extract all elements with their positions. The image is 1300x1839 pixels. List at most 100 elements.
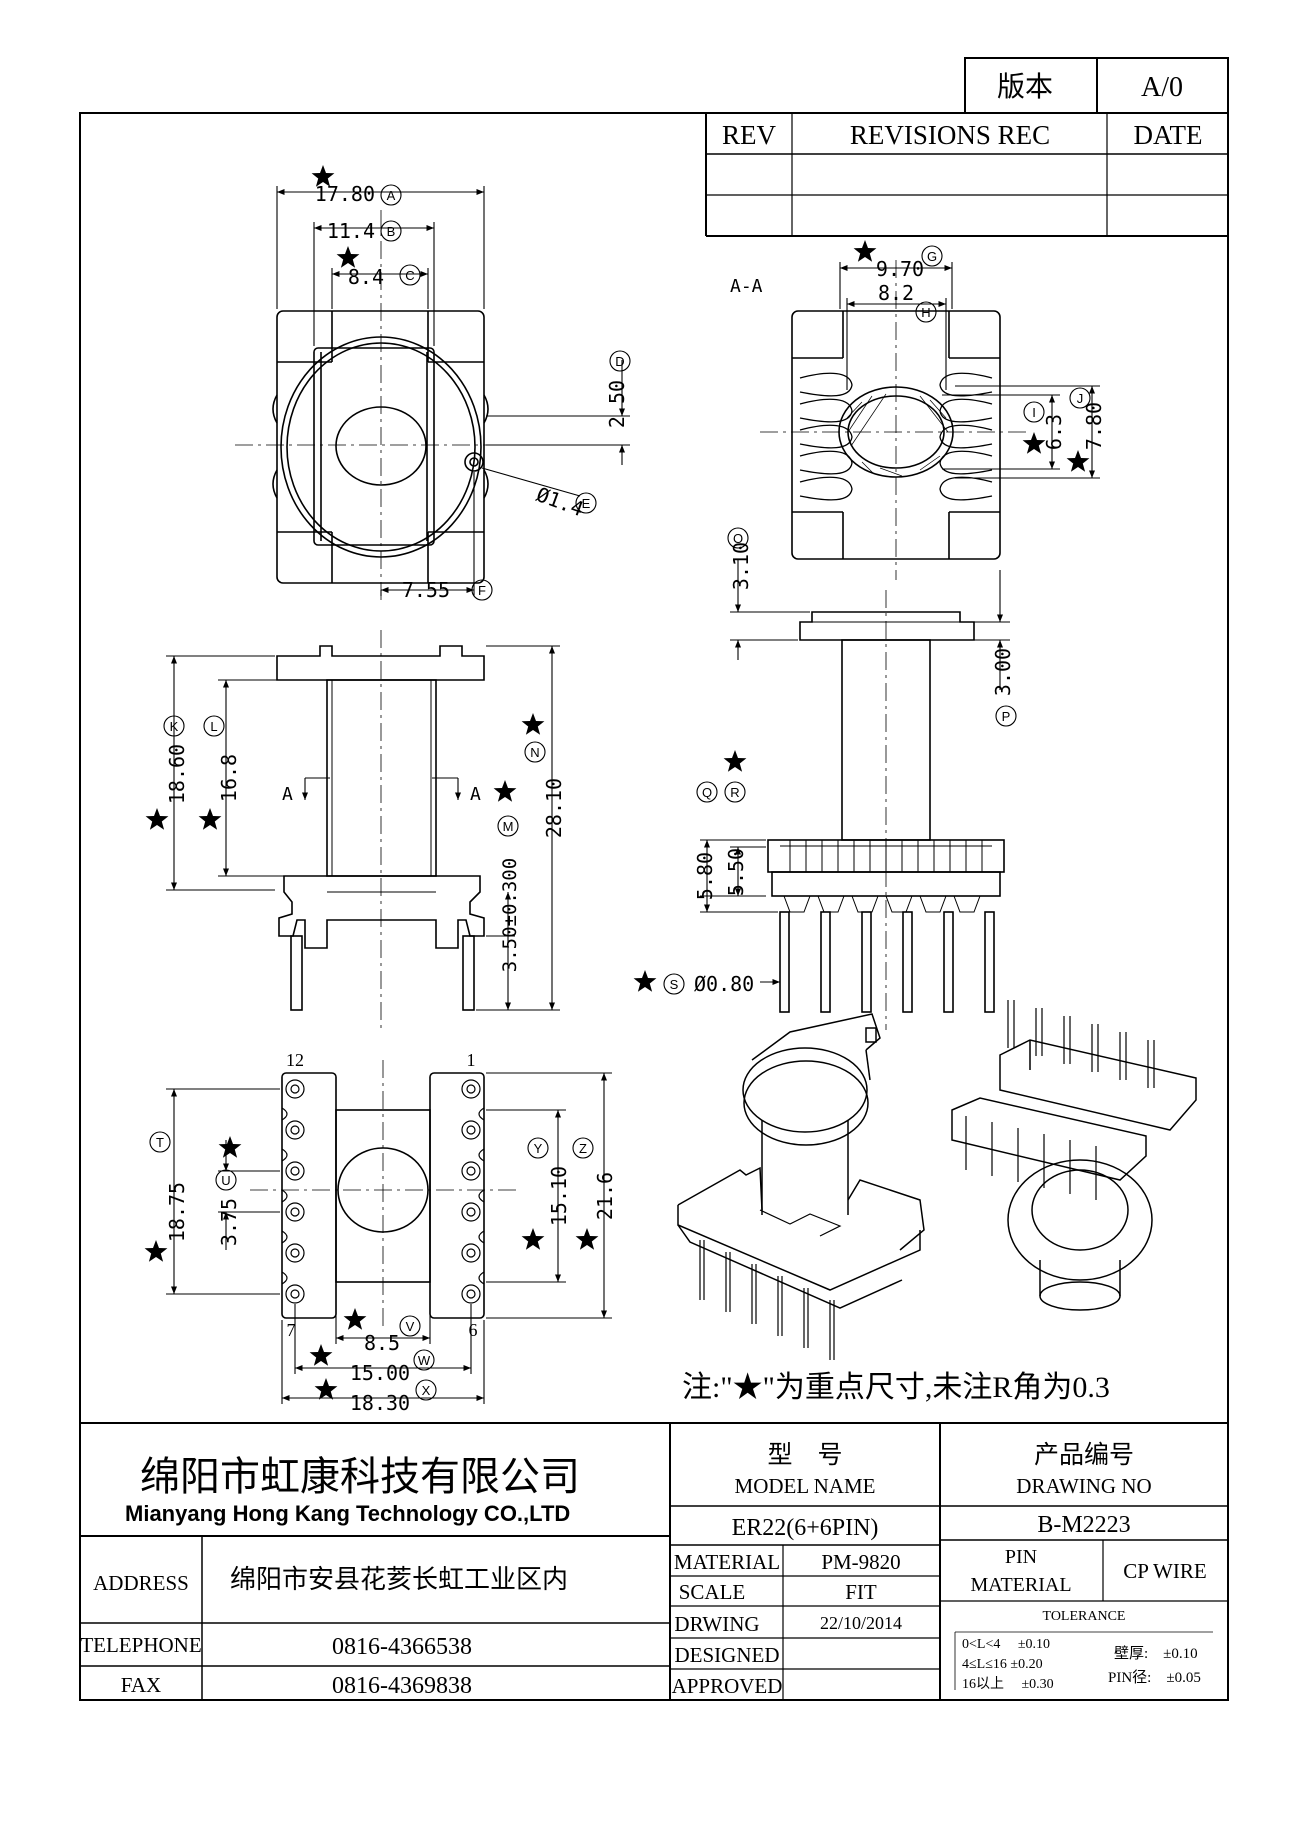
dim-a-tag: A: [387, 188, 396, 203]
drwing-value: 22/10/2014: [820, 1613, 902, 1633]
dim-f-tag: F: [478, 583, 486, 598]
dim-v-value: 8.5: [364, 1331, 400, 1355]
dim-g-value: 9.70: [876, 257, 924, 281]
drawing-frame: [79, 57, 1229, 1701]
dim-d-value: 2.50: [605, 380, 629, 428]
drawing-no-label-cn: 产品编号: [1034, 1441, 1134, 1469]
rev-header: REV: [722, 120, 777, 150]
dim-q-tag: Q: [702, 785, 712, 800]
drawing-no-label-en: DRAWING NO: [1016, 1474, 1151, 1498]
dim-r-tag: R: [730, 785, 739, 800]
pin-diameter-tolerance: PIN径: ±0.05: [1108, 1669, 1201, 1686]
dim-h-tag: H: [921, 305, 930, 320]
version-box: 版本 A/0: [997, 71, 1183, 103]
revisions-table: REV REVISIONS REC DATE: [722, 120, 1203, 150]
model-label-en: MODEL NAME: [735, 1474, 876, 1498]
dim-b-tag: B: [387, 224, 396, 239]
dim-y-tag: Y: [534, 1141, 543, 1156]
section-view-labels: A-A 9.70 G 8.2 H 6.3 I 7.80 J: [730, 245, 1106, 450]
dim-r-value: 5.50: [724, 848, 748, 896]
bottom-view-labels: 12 1 7 6 18.75 T 3.75 U 8.5 V 15.00 W 18…: [149, 1050, 617, 1415]
pin-material-label-1: PIN: [1005, 1546, 1037, 1568]
front-view: [276, 630, 485, 1030]
section-view: [760, 260, 1030, 580]
telephone-label: TELEPHONE: [80, 1633, 201, 1657]
dim-j-tag: J: [1077, 391, 1084, 406]
dim-m-value: 3.50±0.300: [499, 858, 521, 972]
dim-s-tag: S: [670, 977, 679, 992]
side-view-dims: [700, 560, 1010, 986]
section-label: A-A: [730, 276, 763, 297]
revisions-rec-header: REVISIONS REC: [850, 120, 1050, 150]
version-label: 版本: [997, 71, 1053, 103]
dim-o-tag: O: [733, 531, 743, 546]
dim-o-value: 3.10: [729, 542, 753, 590]
material-value: PM-9820: [821, 1550, 900, 1574]
title-block: 绵阳市虹康科技有限公司 Mianyang Hong Kang Technolog…: [80, 1441, 1206, 1699]
dim-i-value: 6.3: [1042, 414, 1066, 450]
dim-u-tag: U: [221, 1173, 230, 1188]
fax-value: 0816-4369838: [332, 1673, 472, 1699]
dim-e-tag: E: [582, 496, 591, 511]
drwing-label: DRWING: [674, 1612, 759, 1636]
front-view-dims: [166, 645, 560, 1011]
dim-b-value: 11.4: [327, 219, 375, 243]
dim-k-tag: K: [170, 719, 179, 734]
pin-material-label-2: MATERIAL: [970, 1574, 1071, 1596]
dim-v-tag: V: [406, 1319, 415, 1334]
scale-value: FIT: [845, 1580, 877, 1604]
dim-x-tag: X: [422, 1383, 431, 1398]
dim-a-value: 17.80: [315, 182, 375, 206]
dim-h-value: 8.2: [878, 281, 914, 305]
dim-p-value: 3.00: [991, 648, 1015, 696]
drawing-no-value: B-M2223: [1037, 1512, 1130, 1538]
dim-y-value: 15.10: [547, 1166, 571, 1226]
dim-q-value: 5.80: [693, 852, 717, 900]
dim-n-tag: N: [530, 745, 539, 760]
date-header: DATE: [1134, 120, 1203, 150]
dim-z-value: 21.6: [593, 1172, 617, 1220]
address-value: 绵阳市安县花荄长虹工业区内: [230, 1565, 568, 1594]
dim-t-value: 18.75: [165, 1182, 189, 1242]
company-name-cn: 绵阳市虹康科技有限公司: [140, 1454, 580, 1499]
dim-c-tag: C: [405, 268, 414, 283]
bottom-view-dims: [166, 1072, 612, 1404]
pin-12-label: 12: [286, 1050, 304, 1070]
top-view: [235, 210, 540, 600]
dim-c-value: 8.4: [348, 265, 384, 289]
dim-m-tag: M: [503, 819, 514, 834]
model-value: ER22(6+6PIN): [732, 1515, 879, 1541]
dim-l-tag: L: [210, 719, 217, 734]
dim-d-tag: D: [615, 354, 624, 369]
address-label: ADDRESS: [93, 1571, 189, 1595]
dim-t-tag: T: [156, 1135, 164, 1150]
telephone-value: 0816-4366538: [332, 1634, 472, 1660]
bottom-view: [250, 1060, 520, 1330]
isometric-view-1: [677, 1013, 925, 1360]
front-view-labels: 18.60 K 16.8 L 3.50±0.300 M 28.10 N A A: [163, 715, 566, 972]
pin-1-label: 1: [467, 1050, 476, 1070]
dim-w-tag: W: [418, 1353, 431, 1368]
isometric-view-2: [951, 1000, 1197, 1311]
dim-z-tag: Z: [579, 1141, 587, 1156]
pin-6-label: 6: [469, 1320, 478, 1340]
top-view-dims: [276, 186, 630, 596]
dim-g-tag: G: [927, 249, 937, 264]
tolerance-range-2: 4≤L≤16 ±0.20: [962, 1657, 1043, 1672]
approved-label: APPROVED: [672, 1674, 783, 1698]
dim-i-tag: I: [1032, 405, 1036, 420]
scale-label: SCALE: [679, 1580, 746, 1604]
dim-k-value: 18.60: [165, 744, 189, 804]
wall-thickness-tolerance: 壁厚: ±0.10: [1114, 1645, 1198, 1662]
company-name-en: Mianyang Hong Kang Technology CO.,LTD: [125, 1501, 570, 1526]
dim-j-value: 7.80: [1082, 402, 1106, 450]
material-label: MATERIAL: [674, 1550, 780, 1574]
side-view: [767, 590, 1005, 1030]
dim-n-value: 28.10: [542, 778, 566, 838]
dim-u-value: 3.75: [217, 1198, 241, 1246]
tolerance-label: TOLERANCE: [1043, 1609, 1126, 1624]
dim-s-value: Ø0.80: [694, 972, 754, 996]
section-view-dims: [839, 262, 1100, 479]
